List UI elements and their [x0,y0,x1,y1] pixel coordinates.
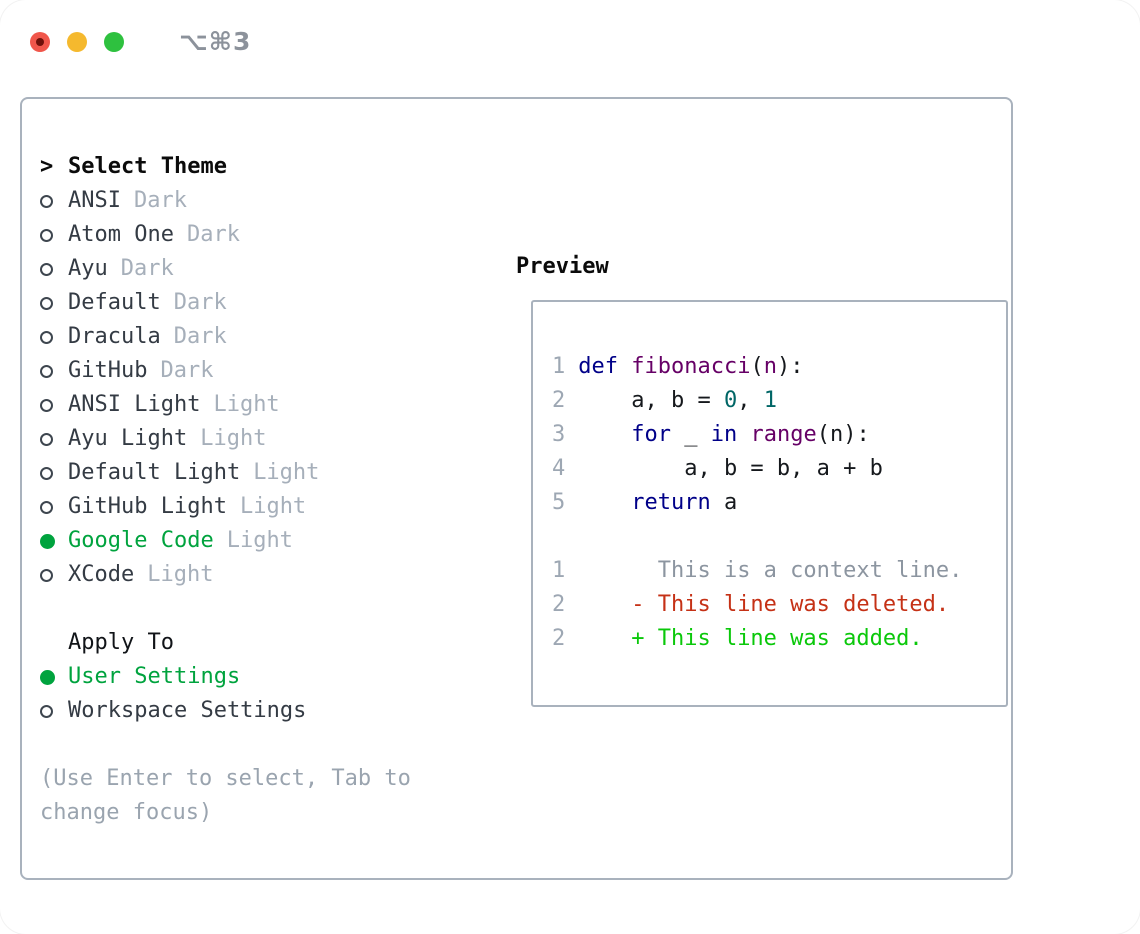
select-theme-header-row: > Select Theme [40,150,435,184]
preview-code-line [552,520,962,554]
theme-variant: Dark [173,290,227,315]
apply-to-name: Workspace Settings [68,698,307,723]
radio-icon [40,364,53,378]
theme-option[interactable]: Ayu Dark [40,252,435,286]
theme-name: Ayu Light [68,426,188,451]
radio-selected-icon [40,669,55,685]
minimize-button[interactable] [67,31,87,52]
theme-option[interactable]: GitHub Dark [40,354,435,388]
theme-option[interactable]: Default Dark [40,286,435,320]
apply-to-header-row: Apply To [40,626,435,660]
theme-variant: Light [200,426,267,451]
preview-code-line: 2 - This line was deleted. [552,592,950,617]
theme-variant: Dark [186,222,240,247]
line-number: 1 [552,558,566,583]
radio-icon [40,296,53,310]
preview-code-line: 4 a, b = b, a + b [552,456,883,481]
theme-variant: Light [253,460,320,485]
theme-name: GitHub [68,358,148,383]
line-number: 5 [552,490,566,515]
radio-icon [40,568,53,582]
radio-icon [40,432,53,446]
line-number: 3 [552,422,566,447]
theme-name: Default [68,290,161,315]
preview-title: Preview [516,254,609,279]
select-theme-title: Select Theme [68,154,227,179]
maximize-button[interactable] [104,31,124,52]
theme-option[interactable]: Dracula Dark [40,320,435,354]
theme-variant: Light [239,494,307,519]
preview-code-line: 2 + This line was added. [552,626,923,651]
radio-selected-icon [40,533,55,549]
spacer [40,728,435,762]
close-button[interactable] [30,31,50,52]
radio-icon [40,500,53,514]
radio-icon [40,330,53,344]
theme-variant: Dark [133,188,187,213]
theme-option[interactable]: Default Light Light [40,456,435,490]
theme-variant: Light [147,562,214,587]
line-number: 1 [552,354,566,379]
radio-icon [40,704,53,718]
prompt-icon: > [40,154,54,179]
theme-option[interactable]: XCode Light [40,558,435,592]
radio-icon [40,262,53,276]
theme-option[interactable]: Ayu Light Light [40,422,435,456]
theme-name: Ayu [68,256,108,281]
line-number: 4 [552,456,566,481]
line-number: 2 [552,388,566,413]
theme-variant: Light [213,392,280,417]
radio-icon [40,398,53,412]
theme-name: GitHub Light [68,494,227,519]
theme-name: XCode [68,562,135,587]
line-number: 2 [552,592,566,617]
spacer [40,592,435,626]
close-dot-icon [36,37,44,46]
apply-to-name: User Settings [68,664,241,689]
theme-name: Dracula [68,324,161,349]
preview-code-line: 2 a, b = 0, 1 [552,388,777,413]
theme-option[interactable]: Google Code Light [40,524,435,558]
preview-code-line: 5 return a [552,490,738,515]
window-title: ⌥⌘3 [179,27,252,56]
theme-option[interactable]: Atom One Dark [40,218,435,252]
theme-option[interactable]: ANSI Light Light [40,388,435,422]
preview-code-line: 1 This is a context line. [552,558,963,583]
preview-code-line: 3 for _ in range(n): [552,422,870,447]
apply-to-option[interactable]: Workspace Settings [40,694,435,728]
apply-to-title: Apply To [68,630,174,655]
theme-name: Google Code [68,528,214,553]
theme-option[interactable]: GitHub Light Light [40,490,435,524]
theme-name: ANSI [68,188,121,213]
radio-icon [40,466,53,480]
theme-variant: Dark [160,358,214,383]
apply-to-option[interactable]: User Settings [40,660,435,694]
line-number: 2 [552,626,566,651]
titlebar: ⌥⌘3 [30,27,251,56]
theme-variant: Dark [120,256,174,281]
theme-name: Atom One [68,222,174,247]
theme-option[interactable]: ANSI Dark [40,184,435,218]
radio-icon [40,194,53,208]
help-text: (Use Enter to select, Tab to change focu… [40,766,411,825]
theme-name: ANSI Light [68,392,201,417]
theme-variant: Light [226,528,293,553]
radio-icon [40,228,53,242]
theme-variant: Dark [173,324,227,349]
theme-name: Default Light [68,460,241,485]
